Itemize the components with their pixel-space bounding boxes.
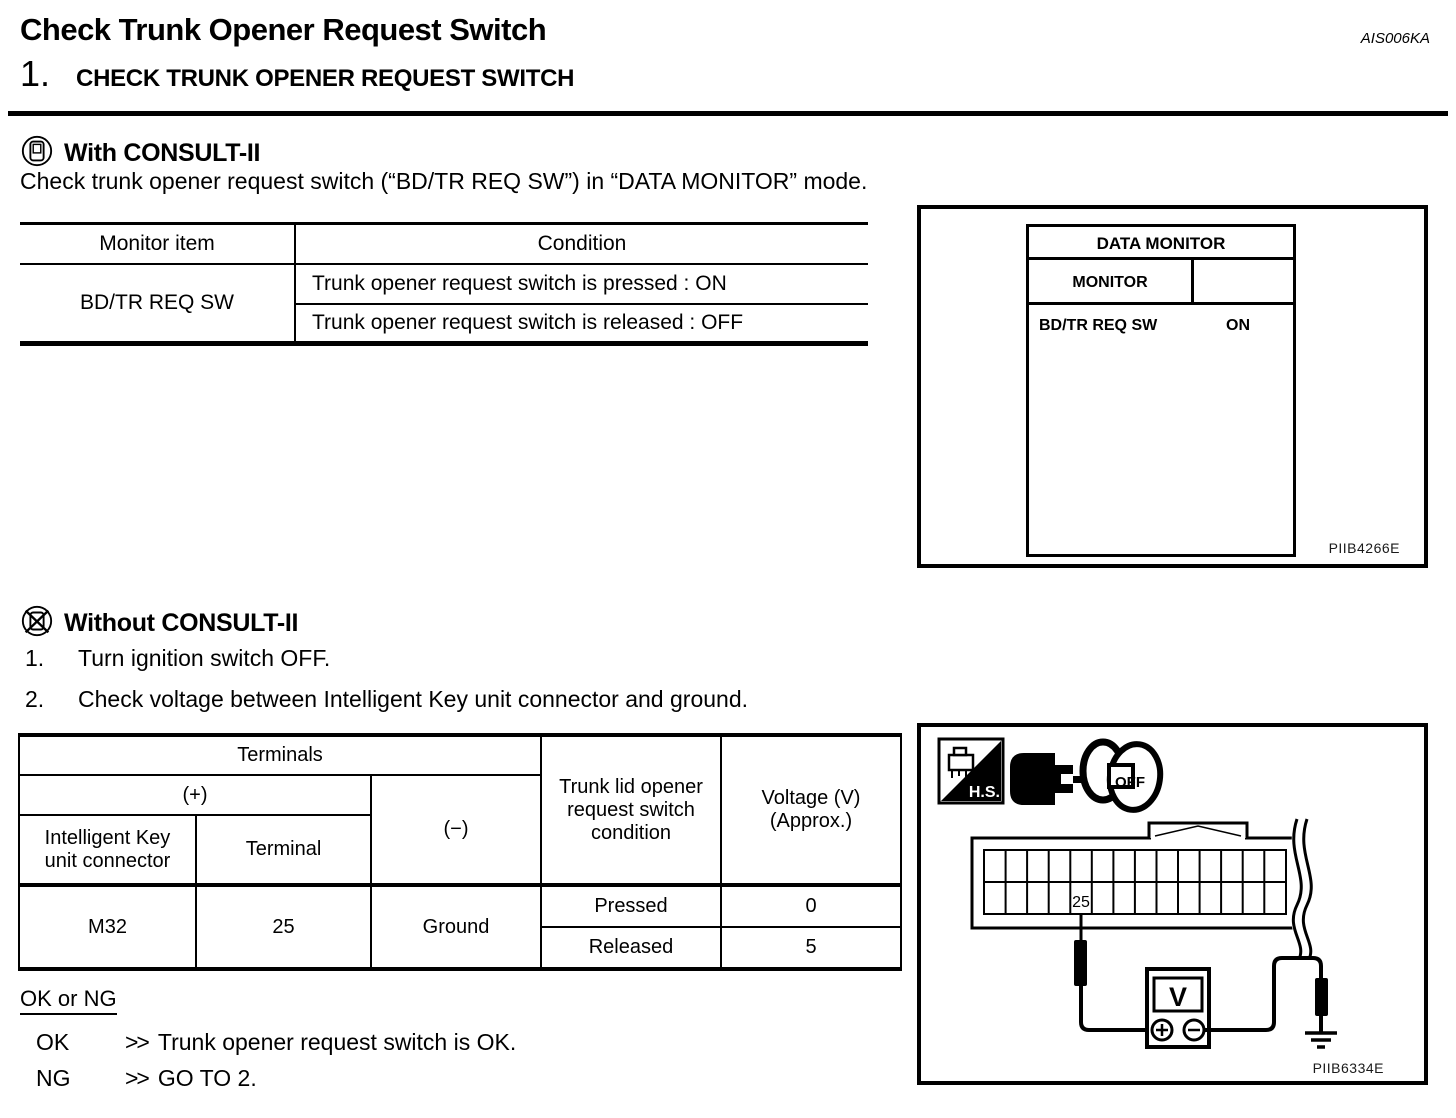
procedure-steps: 1. Turn ignition switch OFF. 2. Check vo… [25,645,945,727]
ignition-key-off-icon: OFF [1079,738,1164,813]
table-row: M32 25 Ground Pressed 0 [18,883,902,970]
monitor-row-item: BD/TR REQ SW [1039,317,1158,334]
voltmeter-icon: V [1145,967,1211,1049]
page-title: Check Trunk Opener Request Switch [20,12,547,47]
consult-screen-title: DATA MONITOR [1029,227,1293,260]
result-arrow: >> [125,1065,150,1091]
condition-pressed-cell: Pressed [540,883,722,928]
with-consult-title: With CONSULT-II [64,139,261,167]
table-row: BD/TR REQ SW Trunk opener request switch… [20,263,868,344]
connector-cell: M32 [18,883,197,970]
figure-code: PIIB6334E [1312,1060,1384,1076]
with-consult-heading: With CONSULT-II [20,134,260,173]
result-ok-row: OK >> Trunk opener request switch is OK. [20,1029,516,1056]
step-2-number: 2. [25,686,45,712]
terminal-cell: 25 [195,883,372,970]
table-row: Terminals Trunk lid opener request switc… [18,734,902,886]
voltage-table: Terminals Trunk lid opener request switc… [18,733,902,971]
terminal-25-label: 25 [1072,894,1090,911]
without-consult-heading: Without CONSULT-II [20,604,298,643]
condition-column-header: Trunk lid opener request switch conditio… [540,734,722,886]
voltage-check-figure: H.S. OFF 25 [917,723,1428,1085]
hs-label: H.S. [969,784,1000,801]
voltmeter-label: V [1169,982,1187,1012]
monitor-row: BD/TR REQ SW ON [1029,317,1293,335]
plus-header: (+) [18,774,372,816]
connector-diagram: H.S. OFF 25 [937,737,1337,1049]
result-block: OK or NG OK >> Trunk opener request swit… [20,986,516,1101]
consult-instruction: Check trunk opener request switch (“BD/T… [20,168,868,194]
without-consult-title: Without CONSULT-II [64,609,299,637]
positive-probe [1074,914,1151,1032]
terminals-header: Terminals [18,734,542,776]
table-row: Released 5 [19,926,902,970]
terminal-column-header: Terminal [195,814,372,886]
consult-ii-icon [20,134,54,173]
minus-header: (−) [370,774,542,886]
ground-cell: Ground [370,883,542,970]
key-off-label: OFF [1115,774,1145,791]
disconnected-connector-icon [1010,753,1082,805]
voltage-column-header: Voltage (V) (Approx.) [720,734,902,886]
monitor-item-cell: BD/TR REQ SW [20,263,296,344]
result-ng-text: GO TO 2. [157,1065,257,1091]
monitor-table: Monitor item Condition BD/TR REQ SW Trun… [20,222,868,346]
consult-ii-crossed-icon [20,604,54,643]
result-heading: OK or NG [20,986,117,1015]
section-divider [8,111,1448,116]
intelligent-key-connector-strip: 25 [970,816,1314,963]
voltage-released-cell: 5 [720,926,902,970]
step-1-text: Turn ignition switch OFF. [78,645,331,671]
step-1-number: 1. [25,645,45,671]
harness-connector-hs-icon: H.S. [937,737,1005,805]
table-row: (+) (−) [18,774,901,886]
condition-released-cell: Released [540,926,722,970]
figure-code: PIIB4266E [1328,540,1400,556]
table-row: Intelligent Key unit connector Terminal [18,814,901,886]
condition-header: Condition [295,223,868,265]
table-row: Trunk opener request switch is released … [20,302,868,344]
monitor-table-header-row: Monitor item Condition [20,223,868,265]
step-title: CHECK TRUNK OPENER REQUEST SWITCH [76,65,575,92]
monitor-item-header: Monitor item [20,223,296,265]
step-2-text: Check voltage between Intelligent Key un… [78,686,748,712]
result-ng-row: NG >> GO TO 2. [20,1065,516,1092]
step-number: 1. [20,53,51,94]
doc-code: AIS006KA [1360,30,1430,47]
result-ok-text: Trunk opener request switch is OK. [157,1029,517,1055]
list-item: 2. Check voltage between Intelligent Key… [25,686,945,713]
data-monitor-figure: DATA MONITOR MONITOR BD/TR REQ SW ON PII… [917,205,1428,568]
result-ok-label: OK [36,1029,70,1055]
voltage-pressed-cell: 0 [720,883,902,928]
connector-column-header: Intelligent Key unit connector [18,814,197,886]
result-ng-label: NG [36,1065,71,1091]
result-arrow: >> [125,1029,150,1055]
list-item: 1. Turn ignition switch OFF. [25,645,945,672]
monitor-column-label: MONITOR [1029,260,1194,302]
condition-released-cell: Trunk opener request switch is released … [295,302,868,344]
ground-icon [1204,956,1337,1049]
step-heading: 1. CHECK TRUNK OPENER REQUEST SWITCH [20,53,574,95]
monitor-row-value: ON [1226,317,1250,334]
consult-screen-subheader: MONITOR [1029,260,1293,305]
consult-screen: DATA MONITOR MONITOR BD/TR REQ SW ON [1026,224,1296,557]
condition-pressed-cell: Trunk opener request switch is pressed :… [312,271,727,295]
